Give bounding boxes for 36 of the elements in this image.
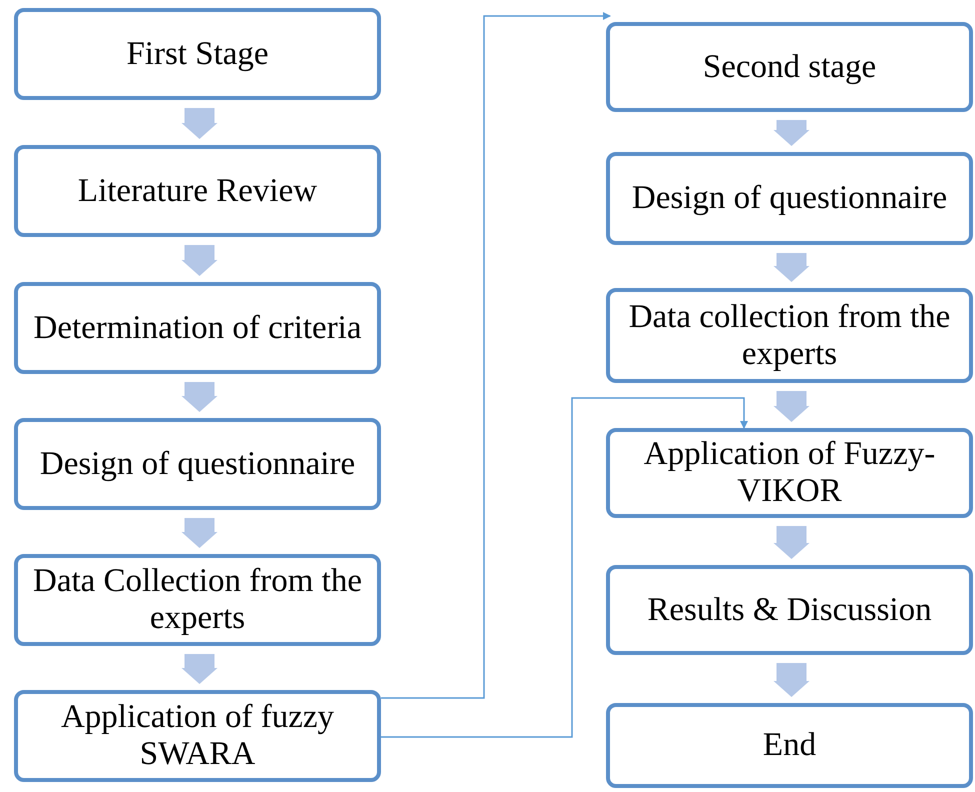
block-arrow — [774, 391, 810, 422]
block-arrow — [774, 526, 810, 559]
block-arrow — [774, 663, 810, 697]
step-label: First Stage — [126, 36, 269, 72]
block-arrow — [182, 518, 218, 548]
process-box — [606, 428, 973, 518]
block-arrow — [182, 245, 218, 276]
step-label: Data collection from the experts — [628, 298, 952, 372]
process-box — [14, 554, 381, 646]
process-box — [14, 418, 381, 510]
block-arrow — [774, 120, 810, 146]
step-label: Design of questionnaire — [40, 446, 356, 482]
step-label: Design of questionnaire — [632, 180, 948, 217]
process-box — [14, 690, 381, 782]
block-arrow — [182, 108, 218, 139]
block-arrow — [182, 382, 218, 412]
step-label: Application of Fuzzy-VIKOR — [642, 436, 936, 510]
block-arrow — [182, 654, 218, 684]
step-label: Second stage — [702, 48, 876, 86]
process-box — [14, 145, 381, 237]
process-box — [606, 565, 973, 655]
step-label: Determination of criteria — [33, 310, 362, 346]
step-label: Literature Review — [78, 172, 318, 210]
process-box — [14, 282, 381, 374]
connector-arrow — [381, 397, 748, 738]
connector-arrow — [381, 12, 611, 699]
block-arrow — [774, 253, 810, 282]
process-box — [606, 703, 973, 788]
step-label: Results & Discussion — [647, 592, 932, 628]
step-label: Application of fuzzy SWARA — [60, 699, 336, 773]
process-box — [606, 152, 973, 245]
process-box — [14, 8, 381, 100]
process-box — [606, 288, 973, 383]
step-label: Data Collection from the experts — [32, 563, 363, 637]
process-box — [606, 22, 973, 112]
step-label: End — [762, 727, 816, 764]
